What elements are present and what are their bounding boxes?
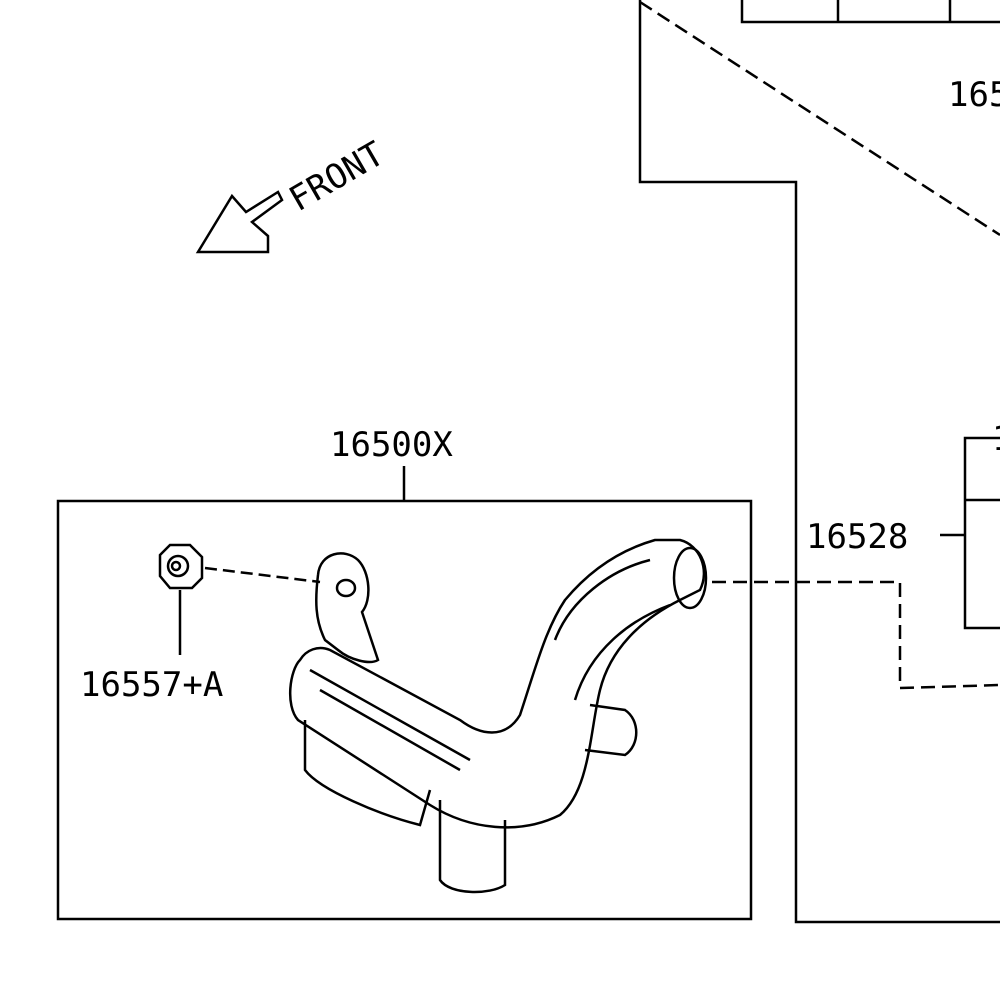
- air-duct-component[interactable]: [288, 538, 708, 894]
- nut-icon[interactable]: [158, 543, 204, 590]
- callout-right-edge: 1: [992, 419, 1000, 459]
- assembly-box: [56, 499, 753, 921]
- callout-top-right: 165: [948, 75, 1000, 115]
- front-label: FRONT: [283, 134, 392, 220]
- callout-16528[interactable]: 16528: [806, 517, 908, 557]
- right-part-outline: [963, 436, 1000, 630]
- callout-16557a[interactable]: 16557+A: [80, 665, 223, 705]
- front-arrow-icon: [195, 190, 284, 254]
- dashed-leader: [712, 580, 1000, 690]
- upper-right-housing-outline: [638, 0, 1000, 924]
- dashed-leader: [204, 566, 321, 584]
- callout-16500x[interactable]: 16500X: [330, 425, 453, 465]
